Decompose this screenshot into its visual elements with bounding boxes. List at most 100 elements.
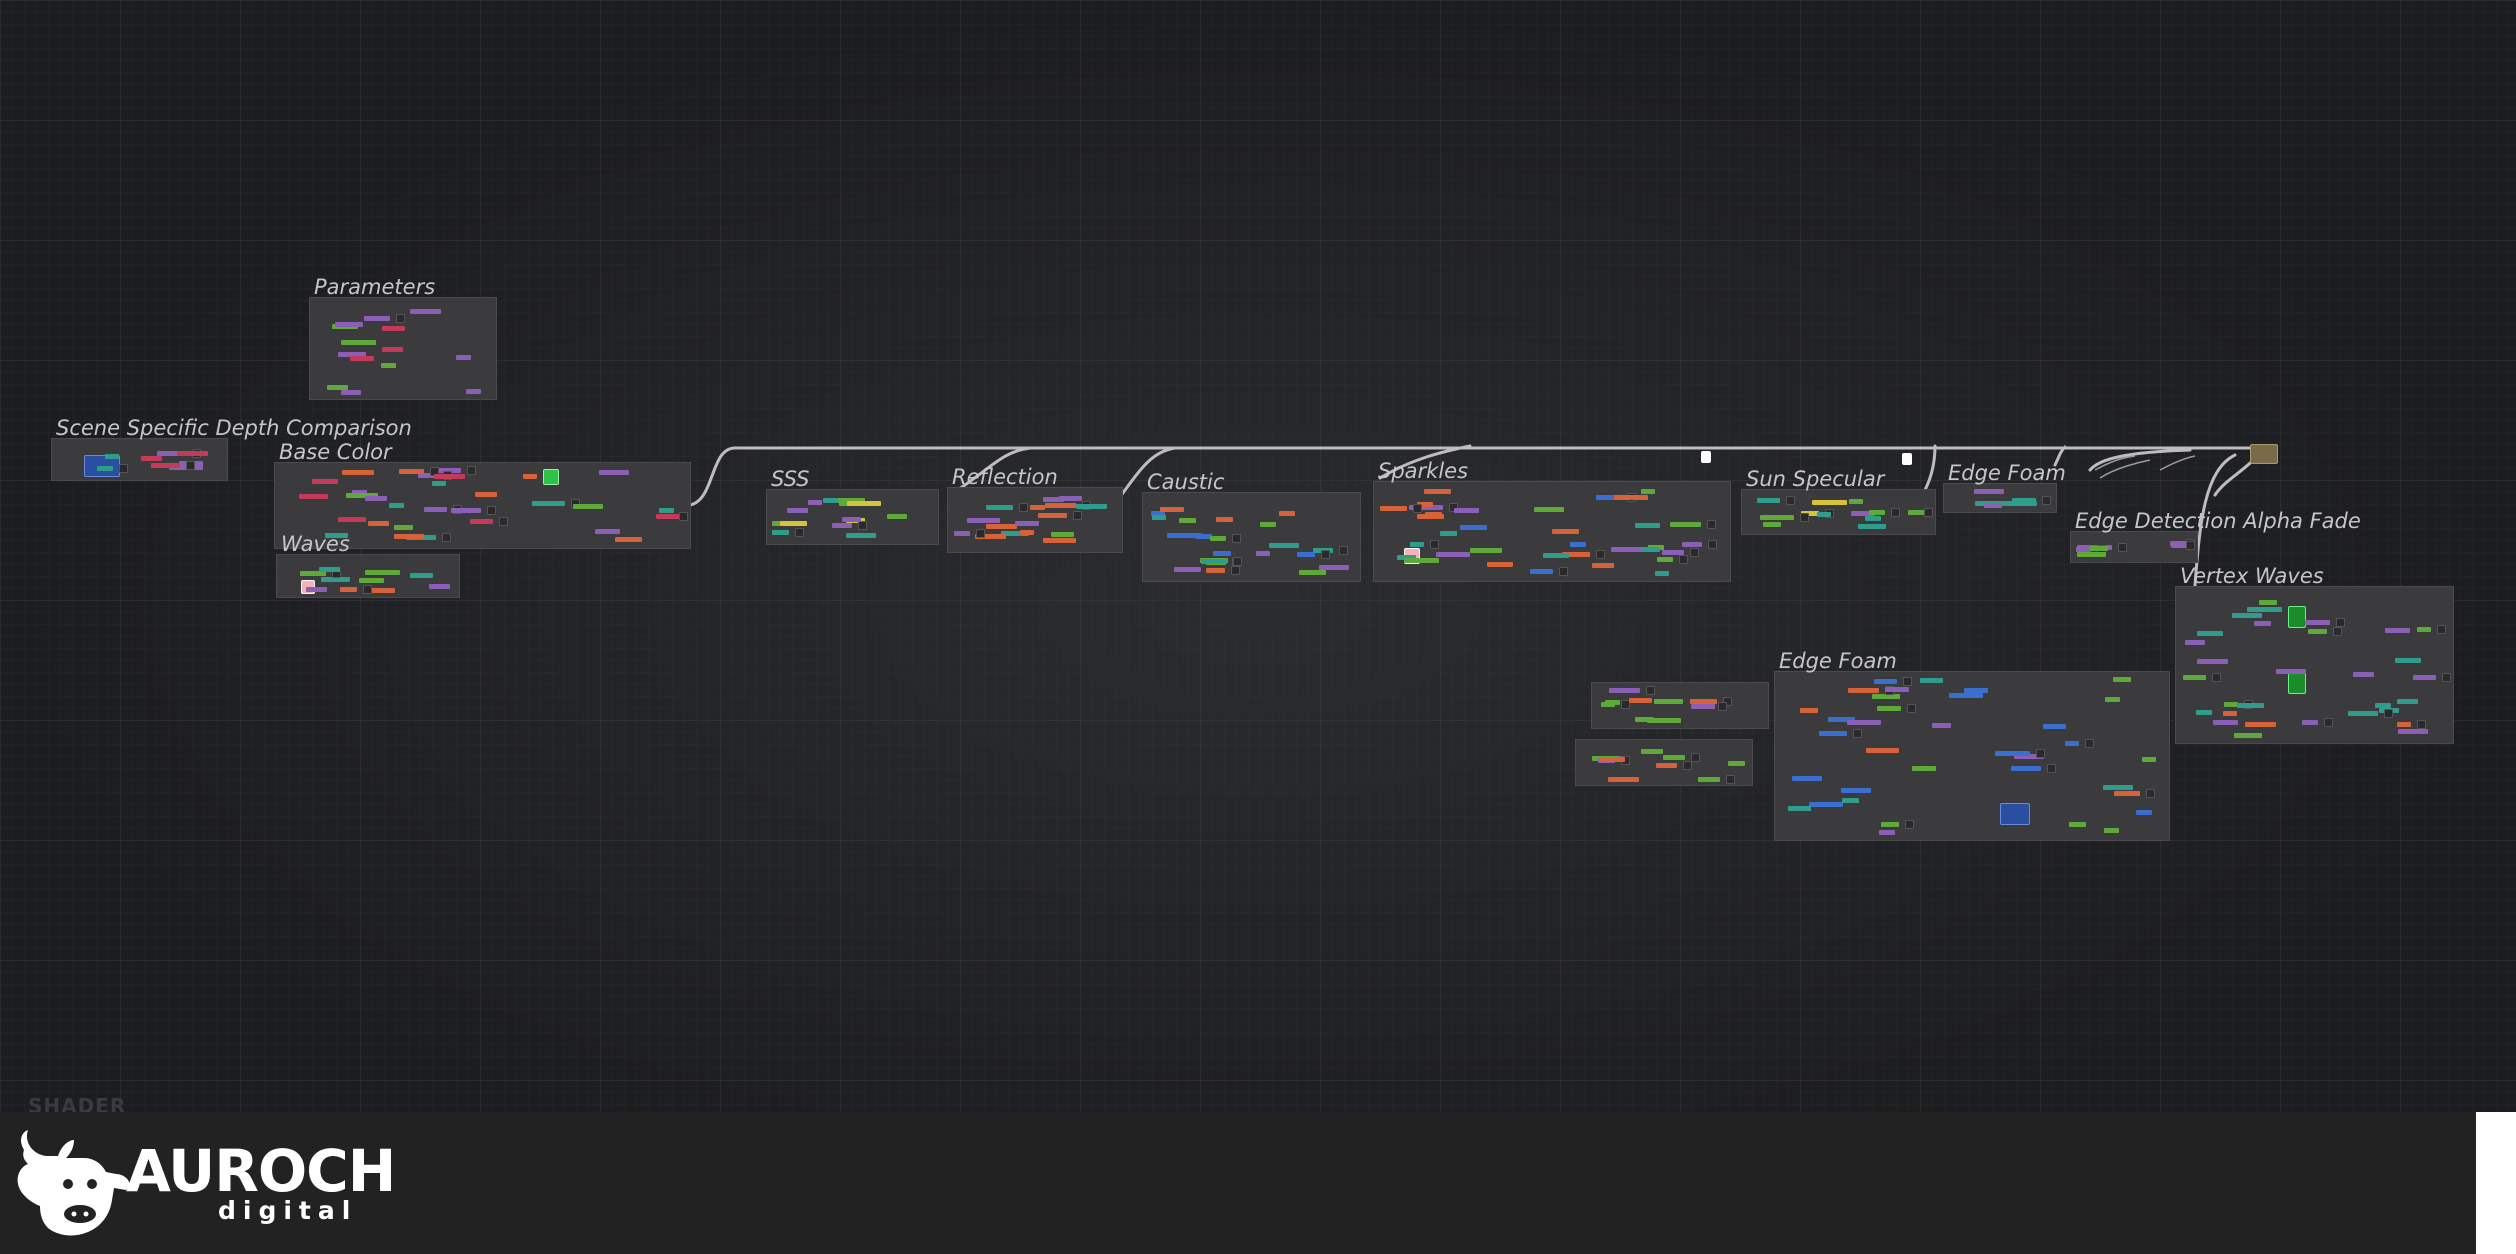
graph-node[interactable] — [1848, 688, 1879, 693]
graph-node[interactable] — [887, 514, 907, 519]
graph-node[interactable] — [1984, 503, 2002, 508]
preview-node-green[interactable] — [543, 469, 559, 485]
graph-node[interactable] — [1562, 552, 1590, 557]
graph-node[interactable] — [2113, 677, 2131, 682]
graph-node-port[interactable] — [1905, 820, 1914, 829]
graph-node[interactable] — [1552, 529, 1579, 534]
graph-node[interactable] — [389, 503, 404, 508]
graph-node[interactable] — [847, 501, 881, 506]
graph-node[interactable] — [1410, 542, 1424, 547]
graph-node[interactable] — [1487, 562, 1513, 567]
graph-node[interactable] — [2276, 669, 2306, 674]
graph-node[interactable] — [1151, 511, 1165, 516]
graph-node[interactable] — [1655, 571, 1669, 576]
graph-node[interactable] — [1059, 496, 1082, 501]
graph-node[interactable] — [846, 533, 876, 538]
graph-node[interactable] — [1179, 518, 1196, 523]
graph-node-port[interactable] — [1907, 704, 1916, 713]
graph-node-port[interactable] — [119, 464, 128, 473]
graph-node-port[interactable] — [858, 521, 867, 530]
graph-node[interactable] — [523, 474, 537, 479]
graph-node[interactable] — [141, 456, 162, 461]
graph-node-port[interactable] — [1903, 677, 1912, 686]
graph-node[interactable] — [2171, 543, 2189, 548]
graph-node[interactable] — [1641, 749, 1663, 754]
graph-node[interactable] — [1932, 723, 1951, 728]
master-node[interactable] — [2250, 444, 2278, 464]
graph-node[interactable] — [1038, 513, 1067, 518]
graph-node[interactable] — [2104, 828, 2119, 833]
graph-node-port[interactable] — [1924, 508, 1933, 517]
graph-node[interactable] — [1409, 505, 1443, 510]
graph-node[interactable] — [2183, 675, 2206, 680]
graph-node-port[interactable] — [1321, 550, 1330, 559]
graph-node[interactable] — [532, 501, 565, 506]
graph-node[interactable] — [1879, 830, 1895, 835]
graph-node[interactable] — [2213, 720, 2238, 725]
graph-node[interactable] — [1881, 822, 1899, 827]
graph-node-port[interactable] — [1691, 753, 1700, 762]
graph-node[interactable] — [2069, 822, 2086, 827]
graph-node[interactable] — [410, 309, 441, 314]
graph-node[interactable] — [1045, 503, 1076, 508]
graph-node[interactable] — [424, 507, 447, 512]
graph-node[interactable] — [2353, 672, 2374, 677]
graph-node-port[interactable] — [1800, 513, 1809, 522]
graph-node[interactable] — [2185, 640, 2205, 645]
graph-node-port[interactable] — [1621, 700, 1630, 709]
graph-node[interactable] — [1801, 511, 1819, 516]
graph-node-port[interactable] — [1019, 503, 1028, 512]
graph-node[interactable] — [299, 494, 328, 499]
graph-node[interactable] — [1842, 798, 1859, 803]
graph-node[interactable] — [1043, 538, 1076, 543]
graph-node[interactable] — [300, 571, 326, 576]
graph-node[interactable] — [1757, 498, 1780, 503]
graph-node[interactable] — [338, 517, 366, 522]
graph-node-port[interactable] — [2047, 764, 2056, 773]
graph-node-port[interactable] — [499, 517, 508, 526]
graph-node[interactable] — [1596, 495, 1621, 500]
graph-node[interactable] — [2011, 766, 2041, 771]
graph-node-port[interactable] — [442, 533, 451, 542]
graph-node[interactable] — [1611, 547, 1641, 552]
graph-node-port[interactable] — [2336, 618, 2345, 627]
graph-node[interactable] — [434, 474, 465, 479]
graph-node[interactable] — [365, 570, 400, 575]
graph-node[interactable] — [451, 508, 481, 513]
graph-node[interactable] — [595, 529, 620, 534]
graph-node[interactable] — [2398, 729, 2428, 734]
graph-node[interactable] — [1605, 700, 1620, 705]
graph-node-port[interactable] — [1233, 557, 1242, 566]
graph-node[interactable] — [1670, 522, 1701, 527]
graph-node[interactable] — [2136, 810, 2152, 815]
graph-node[interactable] — [1630, 547, 1660, 552]
graph-node[interactable] — [1424, 489, 1451, 494]
graph-node[interactable] — [2259, 600, 2277, 605]
graph-node[interactable] — [787, 508, 808, 513]
graph-node[interactable] — [1592, 563, 1614, 568]
graph-node[interactable] — [1043, 497, 1064, 502]
output-node-white[interactable] — [1701, 451, 1711, 463]
graph-node-port[interactable] — [795, 528, 804, 537]
graph-node[interactable] — [105, 454, 119, 459]
graph-node[interactable] — [368, 521, 389, 526]
graph-node-port[interactable] — [2085, 739, 2094, 748]
graph-node[interactable] — [839, 501, 854, 506]
graph-node[interactable] — [1866, 748, 1899, 753]
graph-node-port[interactable] — [2442, 673, 2451, 682]
graph-node[interactable] — [327, 385, 348, 390]
graph-node-port[interactable] — [1707, 520, 1716, 529]
graph-node-port[interactable] — [396, 314, 405, 323]
graph-node[interactable] — [350, 356, 374, 361]
graph-node[interactable] — [2077, 552, 2106, 557]
graph-node[interactable] — [656, 514, 681, 519]
graph-node[interactable] — [2385, 628, 2410, 633]
graph-node[interactable] — [359, 578, 384, 583]
graph-node[interactable] — [1869, 510, 1885, 515]
graph-node[interactable] — [470, 519, 493, 524]
graph-node[interactable] — [1874, 679, 1897, 684]
graph-node[interactable] — [325, 533, 348, 538]
graph-node[interactable] — [429, 584, 450, 589]
graph-node[interactable] — [382, 326, 405, 331]
preview-node-blue-2[interactable] — [2000, 803, 2030, 825]
